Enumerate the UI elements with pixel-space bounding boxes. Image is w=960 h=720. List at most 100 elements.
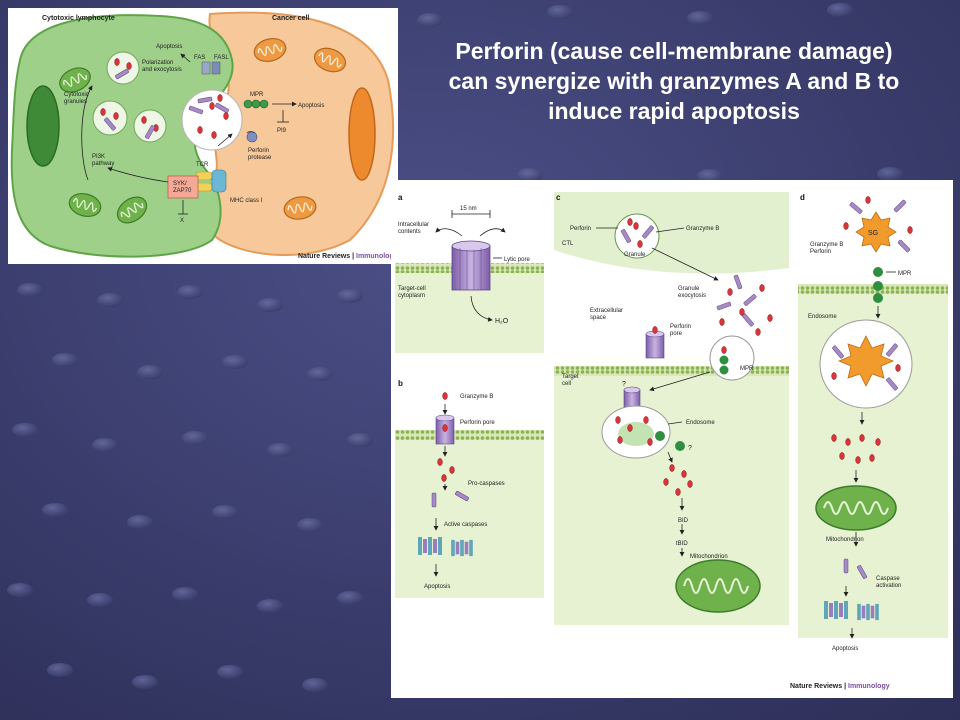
label-question-1: ? (622, 381, 626, 388)
label-mpr-c: MPR (740, 366, 754, 372)
granule-c (614, 213, 660, 259)
label-pi9: PI9 (277, 128, 287, 134)
serglycin-granule (843, 196, 913, 253)
credit-bottom-source: Nature Reviews (790, 683, 842, 690)
label-syk-zap70: SYK/ZAP70 (173, 181, 192, 194)
label-granule: Granule (624, 252, 646, 258)
mitochondrion-d (815, 485, 897, 531)
label-lytic-pore: Lytic pore (504, 257, 530, 263)
label-cancer-cell: Cancer cell (272, 15, 309, 22)
background-dot-pattern (7, 3, 903, 692)
figure-cell-interaction: Cytotoxic lymphocyte Cancer cell Apoptos… (8, 8, 398, 264)
label-pro-caspases: Pro-caspases (468, 481, 505, 487)
panel-c-ctl (554, 192, 789, 274)
active-caspase-d (824, 601, 848, 619)
label-x: X (180, 218, 184, 224)
panel-letter-d: d (800, 193, 805, 202)
label-granzyme-b-b: Granzyme B (460, 394, 493, 400)
label-question-2: ? (688, 445, 692, 452)
label-mitochondrion-d: Mitochondrion (826, 537, 864, 543)
credit-bottom-journal: Immunology (848, 683, 890, 690)
label-water: H₂O (495, 318, 509, 325)
label-mpr-d: MPR (898, 271, 912, 277)
active-caspase-d (857, 603, 879, 621)
cancer-cell-nucleus (348, 87, 376, 181)
label-apoptosis-top: Apoptosis (156, 44, 182, 50)
panel-letter-c: c (556, 193, 561, 202)
cytotoxic-granule (133, 109, 167, 143)
label-mhc-class-i: MHC class I (230, 198, 263, 204)
label-active-caspases: Active caspases (444, 522, 487, 528)
mpr-receptor (243, 99, 269, 109)
label-fasl: FASL (214, 55, 229, 61)
slide-title-line-1: Perforin (cause cell-membrane damage) (455, 38, 893, 64)
lymphocyte-nucleus (26, 85, 60, 167)
pro-caspase-d (843, 558, 849, 574)
panel-b-cytoplasm (395, 430, 544, 598)
tcr-complex (195, 169, 227, 193)
label-sg: SG (868, 230, 878, 237)
fas-receptor (201, 61, 211, 75)
endosome-c (601, 405, 685, 459)
mpr-d (873, 267, 883, 303)
panel-c-membrane (554, 366, 789, 376)
label-fas: FAS (194, 55, 205, 61)
label-tcr: TCR (196, 162, 209, 168)
label-ctl: CTL (562, 241, 574, 247)
immunological-synapse (181, 89, 243, 151)
label-perforin-c: Perforin (570, 226, 591, 232)
fasl-ligand (211, 61, 221, 75)
label-apoptosis-b: Apoptosis (424, 584, 450, 590)
panel-letter-a: a (398, 193, 403, 202)
credit-bottom: Nature Reviews | Immunology (790, 683, 890, 690)
perforin-pore-c (645, 330, 665, 359)
label-endosome-d: Endosome (808, 314, 837, 320)
credit-top-source: Nature Reviews (298, 253, 350, 260)
slide-title-line-3: induce rapid apoptosis (548, 98, 800, 124)
label-apoptosis-right: Apoptosis (298, 103, 324, 109)
panel-letter-b: b (398, 379, 403, 388)
active-caspase-icon (418, 537, 442, 555)
label-granzyme-b-c: Granzyme B (686, 226, 719, 232)
credit-top: Nature Reviews | Immunology (298, 253, 398, 260)
panel-b-membrane (395, 430, 544, 440)
label-endosome-c: Endosome (686, 420, 715, 426)
slide-title: Perforin (cause cell-membrane damage) ca… (404, 36, 944, 126)
label-cytotoxic-lymphocyte: Cytotoxic lymphocyte (42, 15, 115, 22)
active-caspase-icon (451, 539, 473, 557)
label-tbid: tBID (676, 541, 688, 547)
mitochondrion-c (675, 559, 761, 613)
label-perforin-pore-b: Perforin pore (460, 420, 495, 426)
slide-title-line-2: can synergize with granzymes A and B to (448, 68, 900, 94)
granzyme-in-pore (442, 424, 448, 432)
label-mitochondrion-c: Mitochondrion (690, 554, 728, 560)
pro-caspase-icon (431, 492, 437, 508)
panel-d-membrane (798, 284, 948, 294)
label-bid: BID (678, 518, 689, 524)
label-mpr-top: MPR (250, 92, 264, 98)
mpr-vesicle (709, 335, 755, 381)
label-pore-size: 15 nm (460, 206, 477, 212)
cytotoxic-granule (106, 51, 140, 85)
label-apoptosis-d: Apoptosis (832, 646, 858, 652)
granzyme-b-icon (442, 392, 448, 400)
credit-top-journal: Immunology (356, 253, 398, 260)
endosome-d (819, 319, 913, 409)
perforin-protease (246, 131, 258, 143)
cytotoxic-granule (92, 100, 128, 136)
lytic-pore (451, 240, 491, 291)
